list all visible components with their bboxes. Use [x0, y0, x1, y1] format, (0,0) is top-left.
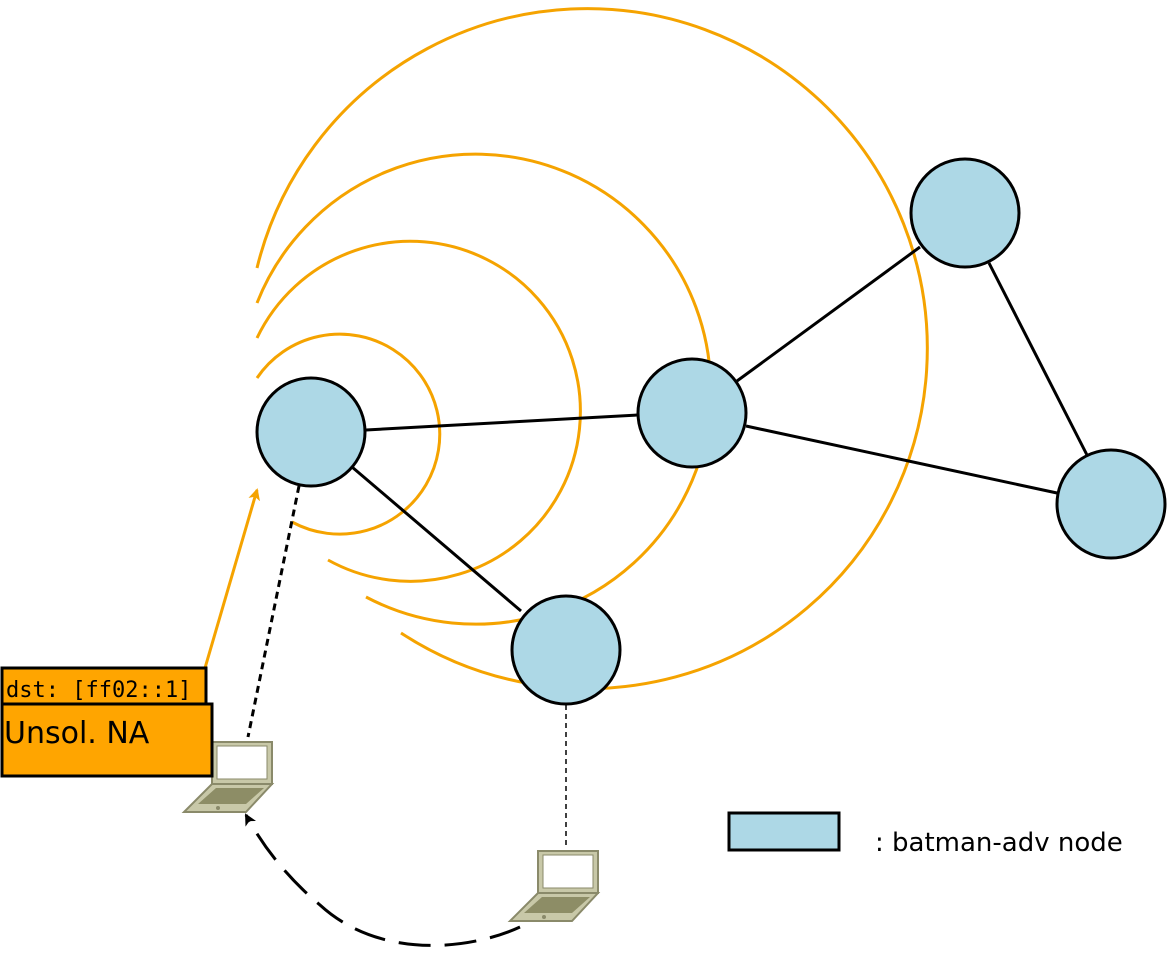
- packet-body-box: [0, 702, 214, 778]
- mesh-links: [351, 245, 1089, 613]
- wave-arc-4: [255, 7, 929, 691]
- mesh-nodes: [255, 157, 1167, 706]
- packet-header-box: [0, 666, 208, 706]
- packet-arrow: [203, 488, 260, 669]
- wave-arc-1: [255, 332, 442, 536]
- unsolicited-na-packet: dst: [ff02::1] Unsol. NA: [0, 666, 214, 778]
- legend-label: : batman-adv node: [875, 828, 1123, 858]
- batman-node: [510, 594, 622, 706]
- link: [351, 465, 522, 613]
- laptop-icon: [509, 850, 599, 922]
- link: [987, 262, 1089, 456]
- batman-node: [636, 357, 748, 469]
- legend: : batman-adv node: [727, 811, 1123, 858]
- wave-arc-2: [255, 239, 582, 583]
- link: [736, 245, 921, 383]
- batman-node: [909, 157, 1021, 269]
- legend-node-swatch: [727, 811, 841, 852]
- broadcast-waves: [255, 7, 929, 691]
- link: [365, 413, 639, 432]
- client-link-dotted: [246, 485, 301, 738]
- packet-title: Unsol. NA: [4, 716, 150, 751]
- packet-header: dst: [ff02::1]: [6, 678, 191, 703]
- link: [745, 424, 1058, 495]
- batman-node: [1055, 448, 1167, 560]
- batman-node: [255, 376, 367, 488]
- roaming-arrow: [244, 813, 521, 947]
